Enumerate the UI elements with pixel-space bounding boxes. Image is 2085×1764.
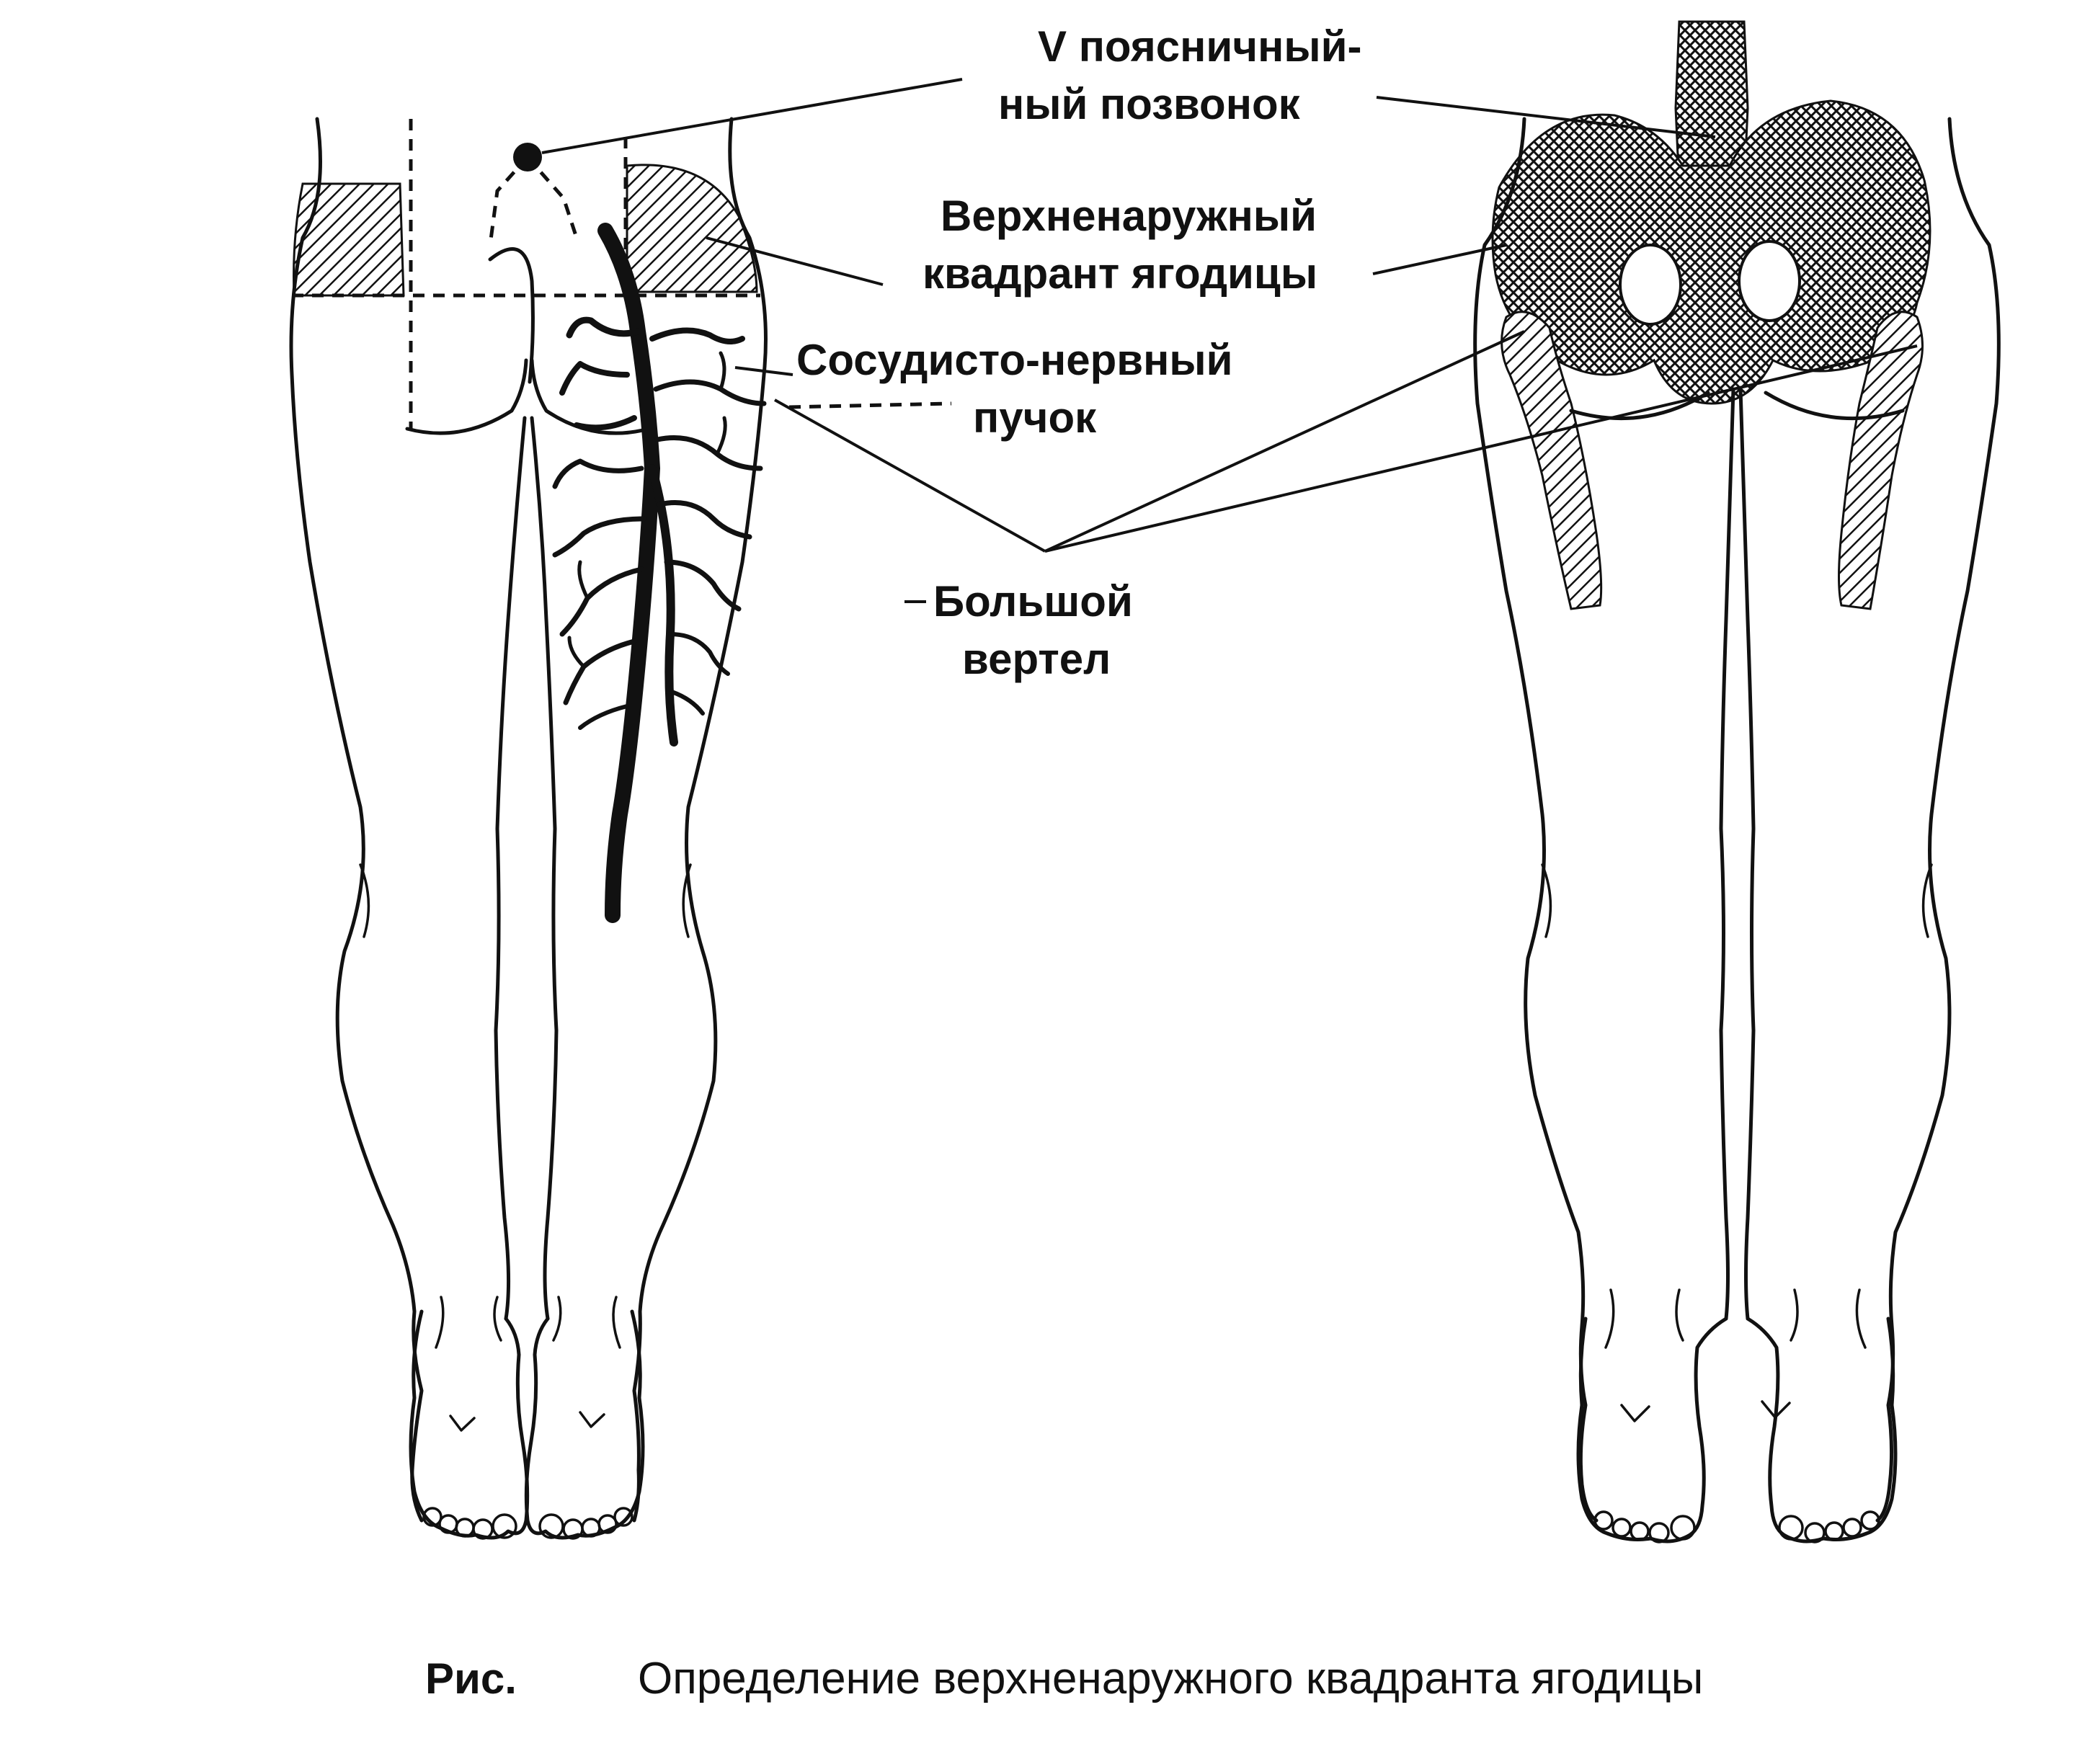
knee-line-left [359,863,370,938]
leader-vertebra-left [541,78,963,154]
leader-bundle [734,366,793,376]
leader-quadrant-left [706,236,884,286]
leader-bundle-dashed [788,401,952,409]
right-figure-gluteal-fold-left [1569,391,1710,421]
right-figure-leg-inner-left [1719,387,1735,1321]
left-leg-inner [494,416,527,1321]
label-bundle-line2: пучок [973,393,1097,442]
right-figure-leg-inner-right [1738,387,1756,1321]
left-figure [289,117,768,1540]
label-vertebra-line2: ный позвонок [998,80,1301,128]
left-upper-outer-quadrant [293,182,405,297]
right-leg-inner [530,416,559,1321]
right-figure-heel-left [1620,1404,1650,1422]
right-heel-mark [579,1411,605,1428]
femur-left [1501,311,1603,610]
left-figure-outline-left [289,117,424,1523]
label-bundle-line1: Сосудисто-нервный [796,336,1233,384]
right-figure-knee-left [1541,863,1552,938]
leader-trochanter-right-2 [1044,344,1918,553]
femur-right [1838,311,1924,610]
figure-caption: Рис. Определение верхненаружного квадран… [425,1654,1703,1703]
right-figure-heel-right [1761,1400,1791,1419]
leader-trochanter-left [774,398,1046,553]
right-upper-outer-quadrant [626,164,758,293]
label-quadrant-line2: квадрант ягодицы [923,249,1317,298]
right-figure-left-foot [1576,1317,1728,1544]
label-trochanter-line2: вертел [962,635,1111,683]
leader-vertebra-right [1376,96,1716,138]
label-vertebra-line1: V поясничный- [1038,22,1361,71]
labels: V поясничный- ный позвонок Верхненаружны… [796,22,1361,683]
obturator-foramen-right [1738,240,1801,322]
obturator-foramen-left [1619,244,1682,326]
right-figure-toes-left [1593,1510,1696,1544]
right-figure-achilles [1604,1288,1867,1349]
caption-prefix: Рис. [425,1654,517,1703]
knee-line-right [682,863,692,938]
left-heel-mark [449,1415,476,1432]
right-achilles [552,1296,621,1349]
right-figure-right-foot [1746,1317,1898,1544]
left-toes [422,1507,517,1540]
vertebra-triangle [488,156,579,246]
vertebra-point [513,143,542,172]
right-toes [538,1507,633,1540]
gluteal-fold-left [405,358,528,435]
leader-quadrant-right [1372,244,1507,275]
right-figure-gluteal-fold-right [1764,391,1905,421]
gluteal-fold-right [530,358,651,435]
right-figure-knee-right [1921,863,1933,938]
label-trochanter-line1: Большой [933,577,1133,625]
leader-lines [541,78,1918,603]
right-figure [1473,20,2001,1544]
left-achilles [435,1296,502,1349]
gluteal-cleft [488,246,535,384]
leader-trochanter-right-1 [1044,330,1525,553]
neurovascular-tree [552,223,767,923]
right-foot [524,1309,645,1540]
caption-text: Определение верхненаружного квадранта яг… [638,1654,1703,1703]
label-quadrant-line1: Верхненаружный [941,192,1317,240]
right-figure-toes-right [1778,1510,1880,1544]
